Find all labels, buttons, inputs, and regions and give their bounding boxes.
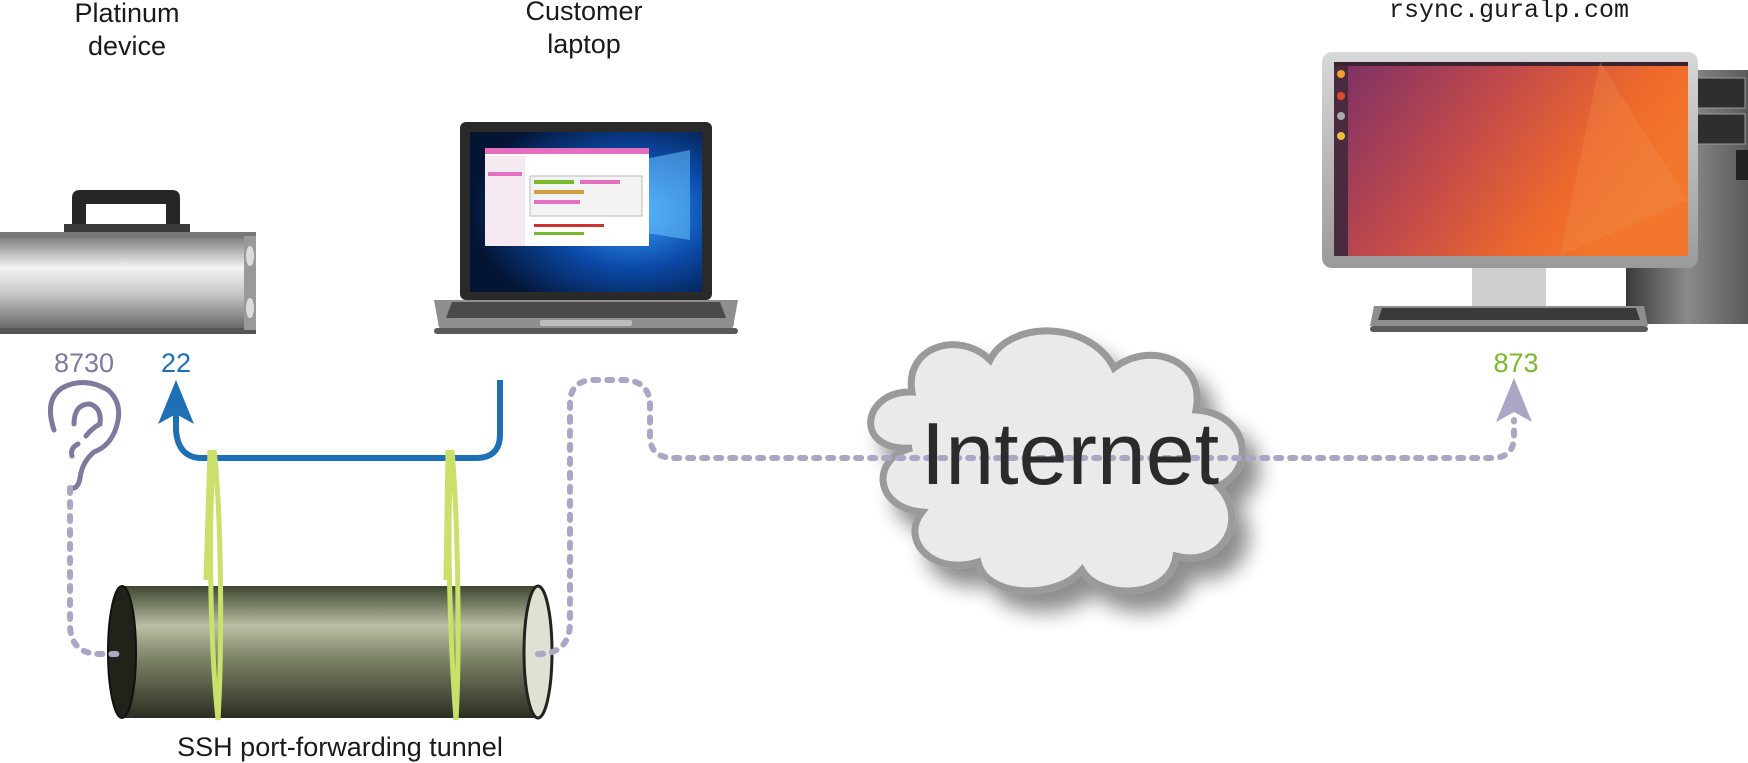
rsync-port-label: 873 [1493, 348, 1538, 378]
laptop-label-line2: laptop [547, 29, 621, 59]
ssh-port-label: 22 [161, 348, 191, 378]
laptop-icon [434, 122, 738, 334]
ssh-arrowhead [158, 380, 194, 424]
tunnel-rings [203, 449, 461, 721]
tunnel-caption: SSH port-forwarding tunnel [177, 732, 503, 762]
internet-label: Internet [921, 404, 1219, 503]
platinum-label-line1: Platinum [74, 0, 179, 28]
rsync-data-path [67, 377, 1517, 657]
listen-port-label: 8730 [54, 348, 114, 378]
ear-icon [47, 380, 122, 491]
laptop-label-line1: Customer [525, 0, 642, 26]
desktop-computer-icon [1322, 52, 1748, 332]
tunnel-pipe-icon [107, 584, 554, 720]
rsync-arrowhead [1496, 378, 1532, 422]
platinum-device-icon [0, 190, 256, 334]
platinum-label-line2: device [88, 31, 166, 61]
server-hostname-label: rsync.guralp.com [1389, 0, 1629, 25]
ssh-connection-path [158, 380, 503, 461]
